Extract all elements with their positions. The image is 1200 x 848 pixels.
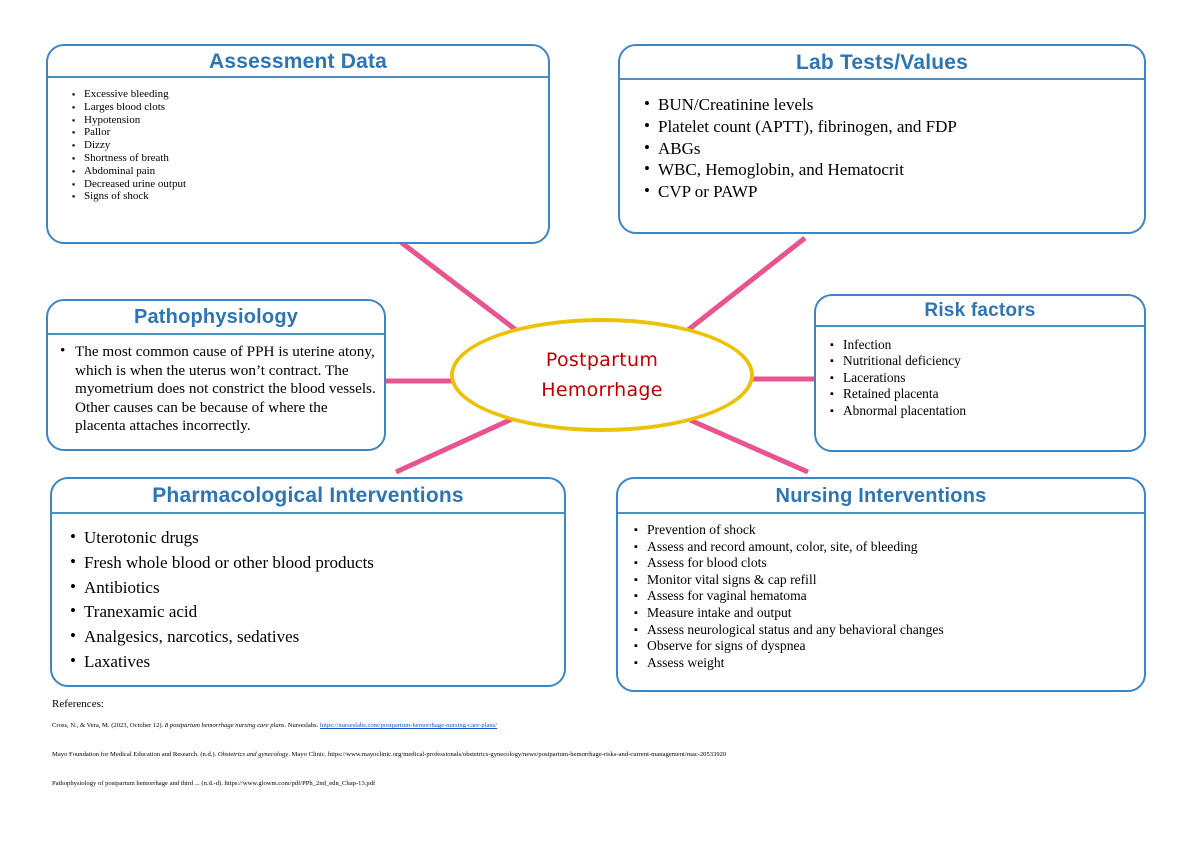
node-assessment-data[interactable]: Assessment Data Excessive bleeding Large… <box>46 44 550 244</box>
node-pharmacological-interventions[interactable]: Pharmacological Interventions Uterotonic… <box>50 477 566 687</box>
node-title-pharmacological-interventions: Pharmacological Interventions <box>152 484 464 507</box>
reference-1-title: 8 postpartum hemorrhage nursing care pla… <box>164 722 285 729</box>
list-item: Measure intake and output <box>632 605 1130 622</box>
node-divider <box>52 512 564 514</box>
central-topic-oval[interactable]: Postpartum Hemorrhage <box>450 318 754 432</box>
node-divider <box>618 512 1144 514</box>
connector-lab <box>686 236 807 332</box>
node-body-risk-factors: Infection Nutritional deficiency Lacerat… <box>816 327 1144 423</box>
reference-2-authors: Mayo Foundation for Medical Education an… <box>52 751 218 758</box>
list-item: Tranexamic acid <box>68 599 550 625</box>
node-nursing-interventions[interactable]: Nursing Interventions Prevention of shoc… <box>616 477 1146 692</box>
nursing-bullet-list: Prevention of shock Assess and record am… <box>632 522 1130 671</box>
node-title-nursing-interventions: Nursing Interventions <box>775 485 987 507</box>
connector-pharmacological <box>394 416 514 475</box>
reference-2-url: https://www.mayoclinic.org/medical-profe… <box>327 751 727 758</box>
list-item: Assess for blood clots <box>632 555 1130 572</box>
reference-3-text: Pathophysiology of postpartum hemorrhage… <box>52 780 376 787</box>
node-pathophysiology[interactable]: Pathophysiology The most common cause of… <box>46 299 386 451</box>
assessment-bullet-list: Excessive bleeding Larges blood clots Hy… <box>70 88 534 203</box>
list-item: Excessive bleeding <box>70 88 534 101</box>
reference-entry-1: Cross, N., & Vera, M. (2023, October 12)… <box>52 721 1152 730</box>
list-item: Abnormal placentation <box>828 403 1130 420</box>
node-body-nursing-interventions: Prevention of shock Assess and record am… <box>618 514 1144 675</box>
reference-1-source: . Nurseslabs. <box>284 722 321 729</box>
node-title-lab-tests-values: Lab Tests/Values <box>795 51 969 74</box>
node-divider <box>620 78 1144 80</box>
list-item: Assess neurological status and any behav… <box>632 622 1130 639</box>
list-item: Assess and record amount, color, site, o… <box>632 539 1130 556</box>
lab-bullet-list: BUN/Creatinine levels Platelet count (AP… <box>642 93 1130 203</box>
list-item: BUN/Creatinine levels <box>642 93 1130 116</box>
list-item: Infection <box>828 337 1130 354</box>
node-body-pathophysiology: The most common cause of PPH is uterine … <box>48 335 384 440</box>
node-lab-tests-values[interactable]: Lab Tests/Values BUN/Creatinine levels P… <box>618 44 1146 234</box>
list-item: Abdominal pain <box>70 165 534 178</box>
references-heading: References: <box>52 698 104 710</box>
list-item: CVP or PAWP <box>642 180 1130 203</box>
list-item: Antibiotics <box>68 575 550 601</box>
connector-nursing <box>688 417 810 475</box>
node-body-lab-tests-values: BUN/Creatinine levels Platelet count (AP… <box>620 80 1144 207</box>
risk-bullet-list: Infection Nutritional deficiency Lacerat… <box>828 337 1130 419</box>
pathophysiology-paragraph: The most common cause of PPH is uterine … <box>58 342 376 436</box>
pharmacological-bullet-list: Uterotonic drugs Fresh whole blood or ot… <box>68 525 550 675</box>
reference-2-title: Obstetrics and gynecology <box>217 751 289 758</box>
list-item: Nutritional deficiency <box>828 353 1130 370</box>
node-title-assessment-data: Assessment Data <box>208 50 388 73</box>
reference-2-source: . Mayo Clinic. <box>288 751 328 758</box>
node-divider <box>48 76 548 78</box>
reference-entry-3: Pathophysiology of postpartum hemorrhage… <box>52 779 1152 788</box>
list-item: WBC, Hemoglobin, and Hematocrit <box>642 158 1130 181</box>
reference-1-authors: Cross, N., & Vera, M. (2023, October 12)… <box>52 722 165 729</box>
reference-1-link[interactable]: https://nurseslabs.com/postpartum-hemorr… <box>320 722 498 729</box>
node-title-risk-factors: Risk factors <box>924 300 1036 321</box>
list-item: Retained placenta <box>828 386 1130 403</box>
list-item: ABGs <box>642 137 1130 160</box>
node-body-assessment-data: Excessive bleeding Larges blood clots Hy… <box>48 78 548 207</box>
list-item: Laxatives <box>68 649 550 675</box>
list-item: Dizzy <box>70 139 534 152</box>
list-item: Hypotension <box>70 114 534 127</box>
list-item: Prevention of shock <box>632 522 1130 539</box>
node-body-pharmacological-interventions: Uterotonic drugs Fresh whole blood or ot… <box>52 514 564 679</box>
node-risk-factors[interactable]: Risk factors Infection Nutritional defic… <box>814 294 1146 452</box>
list-item: Lacerations <box>828 370 1130 387</box>
list-item: Platelet count (APTT), fibrinogen, and F… <box>642 115 1130 138</box>
list-item: Decreased urine output <box>70 178 534 191</box>
list-item: Fresh whole blood or other blood product… <box>68 550 550 576</box>
connector-assessment <box>396 238 518 332</box>
list-item: Signs of shock <box>70 190 534 203</box>
node-divider <box>816 325 1144 327</box>
list-item: Uterotonic drugs <box>68 525 550 551</box>
central-topic-line-1: Postpartum <box>545 349 659 371</box>
list-item: Larges blood clots <box>70 101 534 114</box>
list-item: Monitor vital signs & cap refill <box>632 572 1130 589</box>
node-title-pathophysiology: Pathophysiology <box>133 306 299 328</box>
references-section: References: Cross, N., & Vera, M. (2023,… <box>52 698 1152 808</box>
list-item: Analgesics, narcotics, sedatives <box>68 624 550 650</box>
list-item: Observe for signs of dyspnea <box>632 638 1130 655</box>
node-divider <box>48 333 384 335</box>
list-item: Shortness of breath <box>70 152 534 165</box>
reference-entry-2: Mayo Foundation for Medical Education an… <box>52 750 1152 759</box>
list-item: Pallor <box>70 126 534 139</box>
central-topic-line-2: Hemorrhage <box>541 379 663 401</box>
list-item: Assess weight <box>632 655 1130 672</box>
list-item: Assess for vaginal hematoma <box>632 588 1130 605</box>
